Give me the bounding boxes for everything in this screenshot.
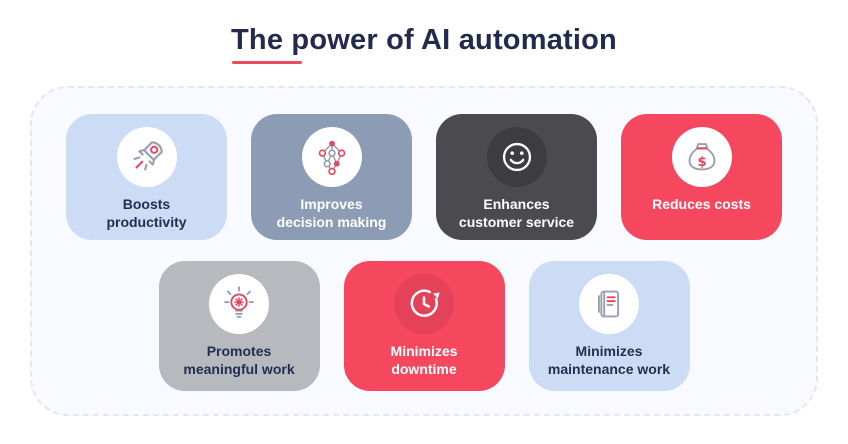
- documents-icon: [579, 274, 639, 334]
- card-improves-decision-making: Improves decision making: [251, 114, 412, 240]
- header: The power of AI automation: [0, 0, 848, 64]
- card-promotes-meaningful-work: Promotes meaningful work: [158, 261, 320, 391]
- cards-row-2: Promotes meaningful work Minimizes downt…: [32, 261, 816, 391]
- card-boosts-productivity: Boosts productivity: [66, 114, 227, 240]
- card-reduces-costs: $ Reduces costs: [621, 114, 782, 240]
- cards-container: Boosts productivity Improves deci: [30, 86, 818, 416]
- page-title: The power of AI automation: [231, 24, 617, 64]
- lightbulb-icon: [209, 274, 269, 334]
- title-accent-underline: [232, 61, 303, 64]
- smiley-face-icon: [486, 127, 547, 187]
- rocket-icon: [116, 127, 177, 187]
- card-label: Boosts productivity: [106, 196, 187, 231]
- card-label: Promotes meaningful work: [183, 343, 295, 378]
- page-title-text: The power of AI automation: [231, 24, 617, 56]
- money-bag-icon: $: [671, 127, 732, 187]
- card-label: Minimizes maintenance work: [547, 343, 671, 378]
- cards-row-1: Boosts productivity Improves deci: [32, 114, 816, 240]
- card-enhances-customer-service: Enhances customer service: [436, 114, 597, 240]
- decision-network-icon: [301, 127, 362, 187]
- card-label: Improves decision making: [276, 196, 387, 231]
- card-label: Reduces costs: [652, 196, 751, 212]
- card-minimizes-downtime: Minimizes downtime: [343, 261, 505, 391]
- svg-text:$: $: [697, 155, 706, 170]
- card-minimizes-maintenance-work: Minimizes maintenance work: [528, 261, 690, 391]
- card-label: Minimizes downtime: [390, 343, 458, 378]
- clock-refresh-icon: [394, 274, 454, 334]
- card-label: Enhances customer service: [458, 196, 575, 231]
